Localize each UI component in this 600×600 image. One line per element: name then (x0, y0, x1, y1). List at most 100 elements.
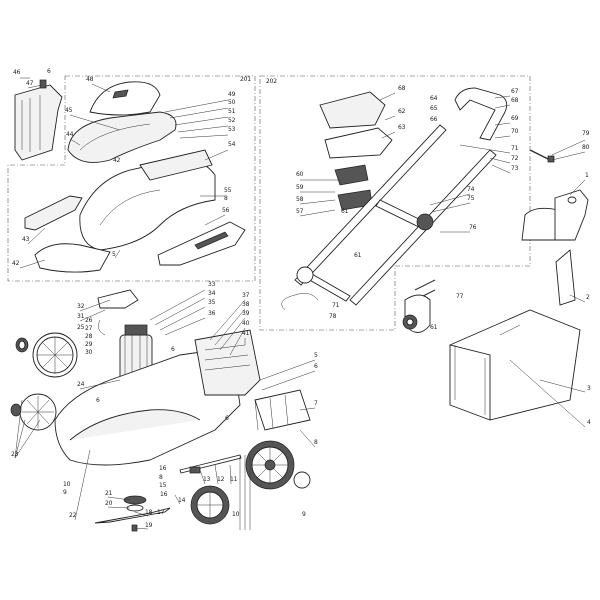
part-number-label: 23 (11, 451, 19, 458)
group-box-201 (7, 75, 256, 282)
part-number-label: 56 (222, 207, 230, 214)
part-number-label: 1 (585, 172, 589, 179)
part-number-label: 61 (354, 252, 362, 259)
part-number-label: 55 (224, 187, 232, 194)
part-number-label: 8 (224, 195, 228, 202)
part-number-label: 17 (157, 509, 165, 516)
part-number-label: 60 (296, 171, 304, 178)
group-box-202 (259, 75, 531, 331)
part-number-label: 6 (314, 363, 318, 370)
part-number-label: 72 (511, 155, 519, 162)
part-number-label: 74 (467, 186, 475, 193)
side-cover-left (24, 195, 83, 231)
part-number-label: 202 (266, 78, 277, 85)
part-number-label: 38 (242, 301, 250, 308)
part-number-label: 3 (587, 385, 591, 392)
part-number-label: 31 (77, 313, 85, 320)
part-number-label: 9 (302, 511, 306, 518)
part-number-label: 47 (26, 80, 34, 87)
part-number-label: 29 (85, 341, 93, 348)
mower-deck (54, 329, 311, 466)
part-number-label: 46 (13, 69, 21, 76)
part-number-label: 53 (228, 126, 236, 133)
part-number-label: 41 (242, 330, 250, 337)
part-number-label: 51 (228, 108, 236, 115)
main-body-housing (79, 149, 216, 251)
part-number-label: 35 (208, 299, 216, 306)
part-number-label: 32 (77, 303, 85, 310)
part-number-label: 14 (178, 497, 186, 504)
part-number-label: 10 (232, 511, 240, 518)
part-number-label: 52 (228, 117, 236, 124)
bag-clip (555, 249, 576, 306)
part-number-label: 24 (77, 381, 85, 388)
part-number-label: 67 (511, 88, 519, 95)
top-cover-part (89, 81, 161, 116)
part-number-label: 13 (203, 476, 211, 483)
handle-assembly (281, 87, 508, 311)
part-number-label: 28 (85, 333, 93, 340)
chute-cover (521, 189, 589, 241)
part-number-label: 36 (208, 310, 216, 317)
part-number-label: 34 (208, 290, 216, 297)
part-number-label: 27 (85, 325, 93, 332)
part-number-label: 5 (314, 352, 318, 359)
part-number-label: 6 (225, 415, 229, 422)
part-number-label: 61 (341, 208, 349, 215)
front-wheel-lower (10, 393, 57, 431)
handle-frame-part (67, 111, 177, 163)
part-number-label: 26 (85, 317, 93, 324)
part-number-label: 71 (332, 302, 340, 309)
part-number-label: 39 (242, 310, 250, 317)
part-number-label: 8 (159, 474, 163, 481)
part-number-label: 40 (242, 320, 250, 327)
part-number-label: 7 (314, 400, 318, 407)
part-number-label: 48 (86, 76, 94, 83)
part-number-label: 42 (12, 260, 20, 267)
grass-bag (449, 309, 581, 421)
part-number-label: 59 (296, 184, 304, 191)
part-number-label: 8 (314, 439, 318, 446)
part-number-label: 80 (582, 144, 590, 151)
axle-rod (179, 454, 242, 474)
part-number-label: 76 (469, 224, 477, 231)
part-number-label: 2 (586, 294, 590, 301)
part-number-label: 69 (511, 115, 519, 122)
part-number-label: 68 (398, 85, 406, 92)
part-number-label: 37 (242, 292, 250, 299)
part-number-label: 57 (296, 208, 304, 215)
front-wheel-upper (15, 332, 78, 378)
part-number-label: 75 (467, 195, 475, 202)
part-number-label: 45 (65, 107, 73, 114)
front-panel (34, 243, 111, 273)
part-number-label: 63 (398, 124, 406, 131)
part-number-label: 6 (171, 346, 175, 353)
part-number-label: 68 (511, 97, 519, 104)
part-number-label: 61 (430, 324, 438, 331)
part-number-label: 78 (329, 313, 337, 320)
motor-assembly (97, 289, 153, 381)
part-number-label: 30 (85, 349, 93, 356)
part-number-label: 20 (105, 500, 113, 507)
part-number-label: 22 (69, 512, 77, 519)
part-number-label: 6 (47, 68, 51, 75)
part-number-label: 5 (112, 251, 116, 258)
part-number-label: 66 (430, 116, 438, 123)
part-number-label: 70 (511, 128, 519, 135)
part-number-label: 16 (160, 491, 168, 498)
rear-wheel-right (245, 440, 311, 490)
part-number-label: 49 (228, 91, 236, 98)
part-number-label: 201 (240, 76, 251, 83)
part-number-label: 43 (22, 236, 30, 243)
part-number-label: 15 (159, 482, 167, 489)
part-number-label: 6 (96, 397, 100, 404)
part-number-label: 54 (228, 141, 236, 148)
part-number-label: 44 (66, 131, 74, 138)
part-number-label: 42 (113, 157, 121, 164)
part-number-label: 73 (511, 165, 519, 172)
part-number-label: 11 (230, 476, 238, 483)
part-number-label: 25 (77, 324, 85, 331)
part-number-label: 12 (217, 476, 225, 483)
